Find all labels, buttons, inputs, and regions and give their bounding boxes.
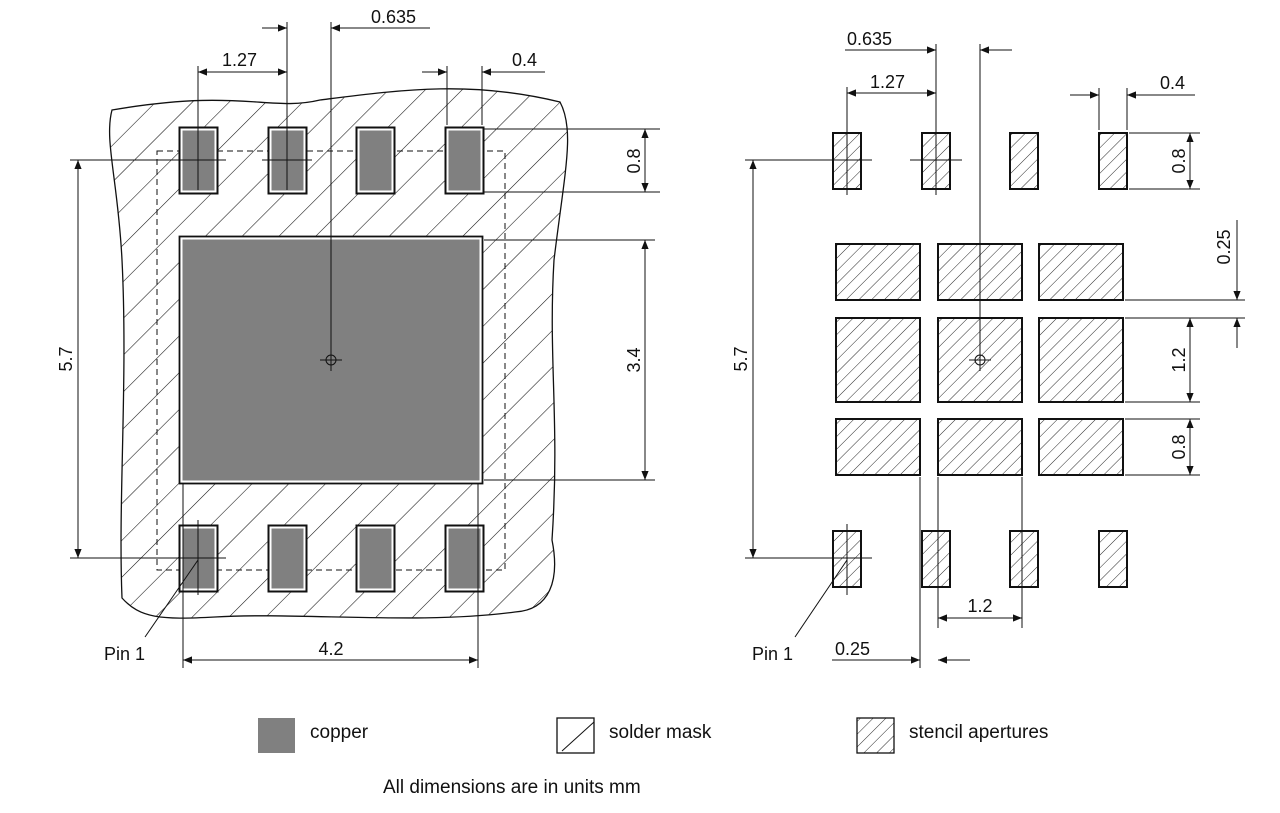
svg-text:5.7: 5.7: [56, 346, 76, 371]
stencil-dim-row-height: 0.8: [1125, 418, 1200, 476]
stencil-dim-pitch: 1.27: [846, 72, 936, 130]
svg-text:0.635: 0.635: [847, 29, 892, 49]
svg-text:5.7: 5.7: [731, 346, 751, 371]
svg-text:0.635: 0.635: [371, 7, 416, 27]
stencil-dim-gap-horizontal: 0.25: [832, 477, 970, 668]
svg-text:1.27: 1.27: [222, 50, 257, 70]
svg-text:0.4: 0.4: [512, 50, 537, 70]
units-note: All dimensions are in units mm: [383, 777, 641, 798]
stencil-pin1-label: Pin 1: [752, 559, 848, 664]
svg-text:0.8: 0.8: [1169, 434, 1189, 459]
svg-text:0.8: 0.8: [1169, 148, 1189, 173]
dim-thermal-height: 3.4: [484, 239, 655, 481]
svg-text:Pin 1: Pin 1: [752, 644, 793, 664]
svg-text:0.8: 0.8: [624, 148, 644, 173]
stencil-bottom-pads: [832, 530, 1128, 588]
dim-pad-width: 0.4: [422, 50, 545, 125]
svg-text:stencil apertures: stencil apertures: [909, 722, 1048, 743]
stencil-dim-gap-vertical: 0.25: [1125, 220, 1245, 348]
dim-thermal-width: 4.2: [182, 484, 479, 668]
svg-text:solder mask: solder mask: [609, 722, 712, 743]
svg-text:4.2: 4.2: [318, 639, 343, 659]
stencil-dim-pitch-half: 0.635: [845, 29, 1012, 356]
svg-text:3.4: 3.4: [624, 347, 644, 372]
footprint-view: 0.635 1.27 0.4 0.8 3.4: [56, 7, 660, 668]
pin1-label: Pin 1: [104, 559, 199, 664]
svg-text:Pin 1: Pin 1: [104, 644, 145, 664]
svg-text:1.2: 1.2: [967, 596, 992, 616]
legend-item-solder-mask: solder mask: [556, 717, 712, 754]
legend-item-stencil: stencil apertures: [856, 717, 1048, 754]
legend-item-copper: copper: [258, 718, 369, 753]
stencil-view: 0.635 1.27 0.4 0.8 0.25: [731, 29, 1245, 668]
svg-text:1.2: 1.2: [1169, 347, 1189, 372]
svg-text:0.25: 0.25: [835, 639, 870, 659]
stencil-dim-mid-height: 1.2: [1125, 318, 1200, 403]
legend: copper solder mask stencil apertures: [258, 717, 1048, 754]
svg-text:copper: copper: [310, 722, 369, 743]
stencil-dim-pad-width: 0.4: [1070, 73, 1195, 130]
stencil-dim-aperture-width: 1.2: [937, 477, 1023, 628]
svg-text:1.27: 1.27: [870, 72, 905, 92]
dim-pitch-half: 0.635: [262, 7, 430, 356]
dim-overall-height: 5.7: [56, 159, 172, 559]
stencil-dim-overall-height: 5.7: [731, 159, 822, 559]
stencil-dim-pad-height: 0.8: [1129, 132, 1200, 190]
stencil-top-pads: [832, 132, 1128, 190]
svg-text:0.4: 0.4: [1160, 73, 1185, 93]
stencil-pin-center-marks: [822, 123, 962, 595]
dim-pad-height: 0.8: [484, 128, 660, 193]
dim-pitch: 1.27: [197, 50, 287, 125]
svg-text:0.25: 0.25: [1214, 229, 1234, 264]
